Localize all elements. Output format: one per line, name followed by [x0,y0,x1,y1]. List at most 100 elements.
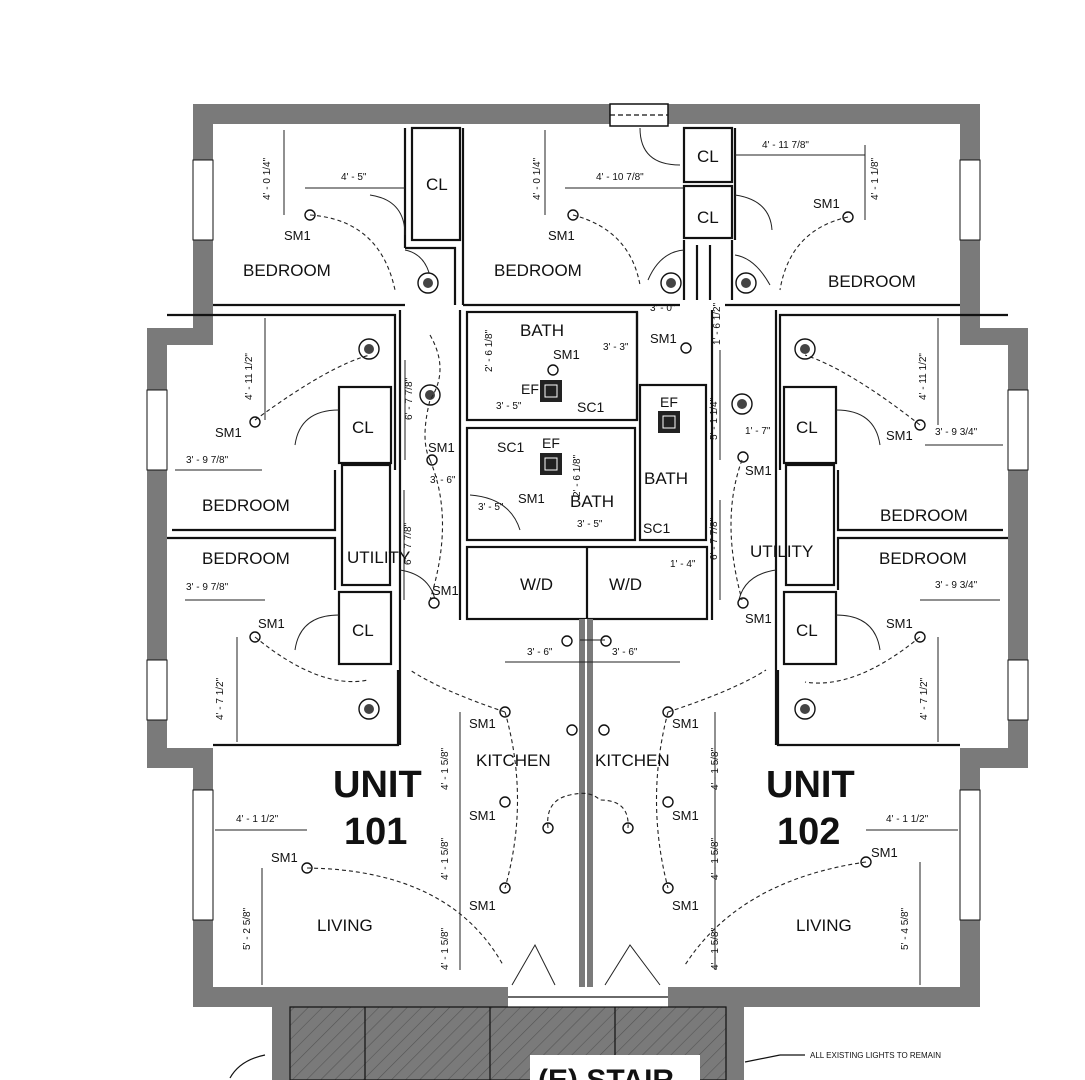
device-icon-core [364,344,374,354]
closet-label: CL [426,175,448,194]
exhaust-fan-label: EF [521,381,539,397]
room-label: UTILITY [750,542,813,561]
room-label: BEDROOM [202,496,290,515]
smoke-alarm-icon [499,796,511,808]
devices [249,209,926,966]
dimension: 6' - 7 7/8" [403,522,414,565]
smoke-alarm-label: SM1 [672,716,699,731]
dimension: 3' - 9 3/4" [935,580,978,591]
dimension: 4' - 11 7/8" [762,140,809,151]
smoke-alarm-label: SM1 [672,808,699,823]
room-label: LIVING [796,916,852,935]
unit-101-number: 101 [344,811,407,853]
unit-102-label: UNIT [766,764,855,806]
device-icon-core [666,278,676,288]
device-icon-core [364,704,374,714]
dimension: 1' - 6 1/2" [712,302,723,345]
dimension: 6' - 7 7/8" [709,517,720,560]
dimension: 4' - 1 5/8" [440,747,451,790]
dimension: 4' - 1 5/8" [710,927,721,970]
dimension: 4' - 11 1/2" [244,353,255,400]
smoke-alarm-icon [737,597,749,609]
smoke-alarm-icon [547,364,559,376]
dimension: 4' - 1 1/2" [886,814,929,825]
dimension: 5' - 2 5/8" [242,907,253,950]
smoke-alarm-label: SM1 [650,331,677,346]
dimension: 6' - 7 7/8" [404,377,415,420]
smoke-alarm-label: SM1 [258,616,285,631]
smoke-alarm-icon [598,724,610,736]
device-icon-core [425,390,435,400]
lights-note: ALL EXISTING LIGHTS TO REMAIN [810,1051,941,1060]
room-labels: BEDROOM BEDROOM BEDROOM BEDROOM BEDROOM … [202,147,968,935]
room-label: BEDROOM [828,272,916,291]
dimension: 3' - 9 3/4" [935,427,978,438]
smoke-alarm-label: SM1 [215,425,242,440]
unit-102-number: 102 [777,811,840,853]
smoke-alarm-icon [561,635,573,647]
dimension: 4' - 1 5/8" [710,747,721,790]
room-label: UTILITY [347,548,410,567]
dimension: 4' - 10 7/8" [596,172,644,183]
room-label: BATH [644,469,688,488]
smoke-alarm-icon [428,597,440,609]
smoke-alarm-label: SM1 [553,347,580,362]
closet-label: CL [352,418,374,437]
room-label: LIVING [317,916,373,935]
switch-label: SC1 [643,520,670,536]
dimension-lines [175,130,1003,985]
smoke-alarm-label: SM1 [548,228,575,243]
smoke-alarm-label: SM1 [886,616,913,631]
dimension: 4' - 1 5/8" [710,837,721,880]
smoke-alarm-label: SM1 [469,898,496,913]
room-label: BEDROOM [880,506,968,525]
smoke-alarm-label: SM1 [271,850,298,865]
switch-label: SC1 [497,439,524,455]
dimension: 3' - 5" [577,519,603,530]
smoke-alarm-icon [600,635,612,647]
device-icon-core [741,278,751,288]
dimension: 2' - 6 1/8" [572,454,583,497]
smoke-alarm-icon [249,416,261,428]
dimension: 3' - 5" [496,401,522,412]
device-labels: SM1 SM1 SM1 SM1 SM1 SM1 SM1 SM1 SM1 SM1 … [215,196,913,913]
dimension: 3' - 6" [430,475,456,486]
dimension: 4' - 7 1/2" [215,677,226,720]
room-label: BATH [570,492,614,511]
closet-label: CL [352,621,374,640]
smoke-alarm-label: SM1 [672,898,699,913]
dimension: 4' - 7 1/2" [919,677,930,720]
room-label: BEDROOM [494,261,582,280]
dimension: 4' - 1 5/8" [440,837,451,880]
unit-labels: UNIT 101 UNIT 102 [333,764,855,853]
device-icon-core [800,344,810,354]
smoke-alarm-icon [737,451,749,463]
dimension: 5' - 1 1/4" [709,397,720,440]
dimension: 4' - 1 1/2" [236,814,279,825]
exhaust-fan-label: EF [542,435,560,451]
dimension: 4' - 0 1/4" [532,157,543,200]
dimension: 1' - 4" [670,559,696,570]
smoke-alarm-label: SM1 [745,463,772,478]
interior-walls [167,126,1008,987]
closet-label: CL [697,208,719,227]
doors [294,127,881,986]
dimension: 3' - 9 7/8" [186,455,229,466]
smoke-alarm-icon [662,796,674,808]
dimension: 3' - 6" [612,647,638,658]
smoke-alarm-label: SM1 [432,583,459,598]
device-icon-core [737,399,747,409]
smoke-alarm-icon [426,454,438,466]
exhaust-fan-label: EF [660,394,678,410]
device-icon-core [423,278,433,288]
smoke-alarm-label: SM1 [886,428,913,443]
dimension: 3' - 3" [603,342,629,353]
room-label: BEDROOM [202,549,290,568]
dimension: 4' - 11 1/2" [918,353,929,400]
closet-label: CL [796,418,818,437]
dimension: 3' - 9 7/8" [186,582,229,593]
exterior-walls [146,103,1029,1007]
dimension: 5' - 4 5/8" [900,907,911,950]
room-label: KITCHEN [595,751,670,770]
closet-label: CL [796,621,818,640]
